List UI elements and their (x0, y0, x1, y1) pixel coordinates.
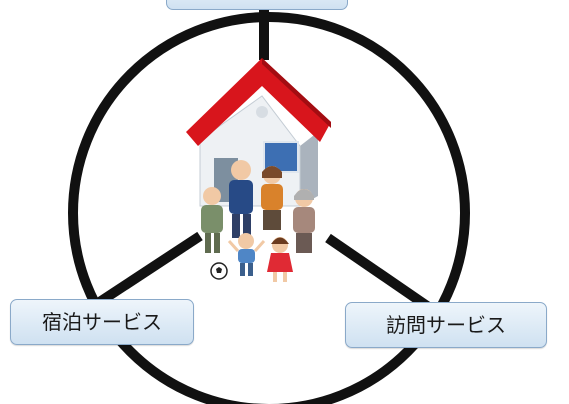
divider-left (92, 231, 203, 310)
accommodation-service-label: 宿泊サービス (10, 299, 194, 345)
divider-right (325, 233, 433, 313)
family-illustration (201, 160, 315, 282)
house-icon (186, 58, 331, 207)
top-label-box (166, 0, 348, 10)
visit-service-label: 訪問サービス (345, 302, 547, 348)
soccer-ball-icon (210, 262, 228, 280)
